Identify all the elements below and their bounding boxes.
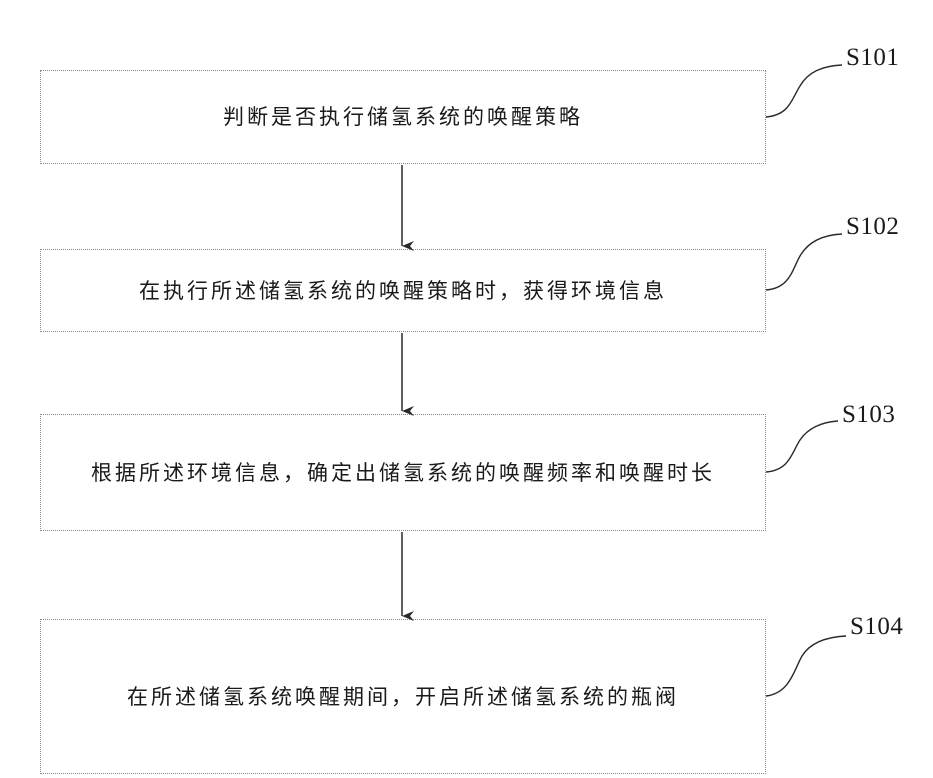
leader-line-s102	[766, 234, 842, 290]
leader-line-s104	[766, 636, 846, 696]
leader-line-s101	[766, 65, 842, 117]
leader-line-s103	[766, 421, 838, 472]
